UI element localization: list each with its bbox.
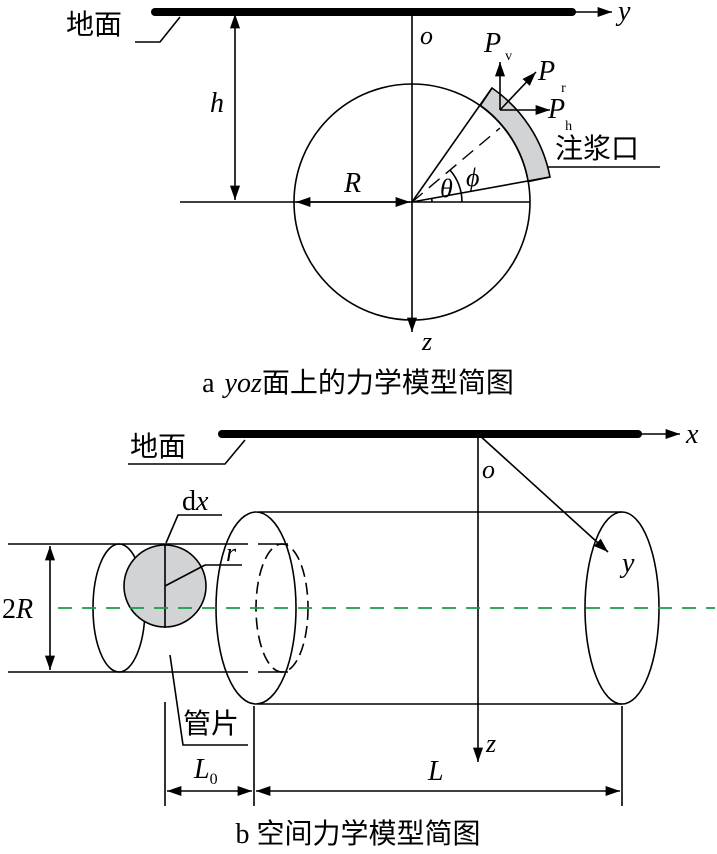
- z-axis-label: z: [421, 327, 432, 356]
- Pr-arrow: [499, 71, 537, 111]
- x-axis-label: x: [685, 419, 699, 450]
- grout-port-label: 注浆口: [555, 133, 639, 165]
- r-label: r: [226, 538, 237, 567]
- dx-label: dx: [182, 486, 209, 517]
- grout-edge-line: [411, 176, 551, 203]
- 2R-label: 2R: [2, 594, 33, 625]
- phi-label: ϕ: [466, 163, 479, 192]
- L0-label: L0: [193, 754, 218, 788]
- grout-port: [479, 86, 551, 183]
- Ph-label: Ph: [547, 94, 572, 134]
- R-label: R: [343, 168, 361, 199]
- grout-edge-line: [411, 87, 493, 203]
- caption-b: b 空间力学模型简图: [235, 818, 480, 850]
- dx-leader: [165, 514, 222, 544]
- ground-leader: [135, 16, 181, 43]
- theta-label: θ: [440, 174, 453, 203]
- origin-label: o: [482, 455, 495, 484]
- ground-label: 地面: [130, 431, 186, 463]
- y-axis-label: y: [615, 0, 631, 27]
- y-axis-label: y: [619, 548, 635, 579]
- origin-label: o: [420, 21, 433, 50]
- segment-label: 管片: [183, 708, 239, 740]
- z-axis-label: z: [485, 729, 496, 758]
- phi-arc: [449, 169, 463, 203]
- ground-label: 地面: [66, 9, 122, 41]
- h-label: h: [210, 88, 224, 119]
- Pr-label: Pr: [537, 56, 566, 96]
- L-label: L: [427, 756, 444, 787]
- grout-center-dashed: [411, 127, 501, 203]
- r-line: [164, 564, 206, 587]
- segment-leader: [169, 654, 248, 746]
- ground-leader: [128, 439, 246, 465]
- y-axis: [477, 433, 609, 553]
